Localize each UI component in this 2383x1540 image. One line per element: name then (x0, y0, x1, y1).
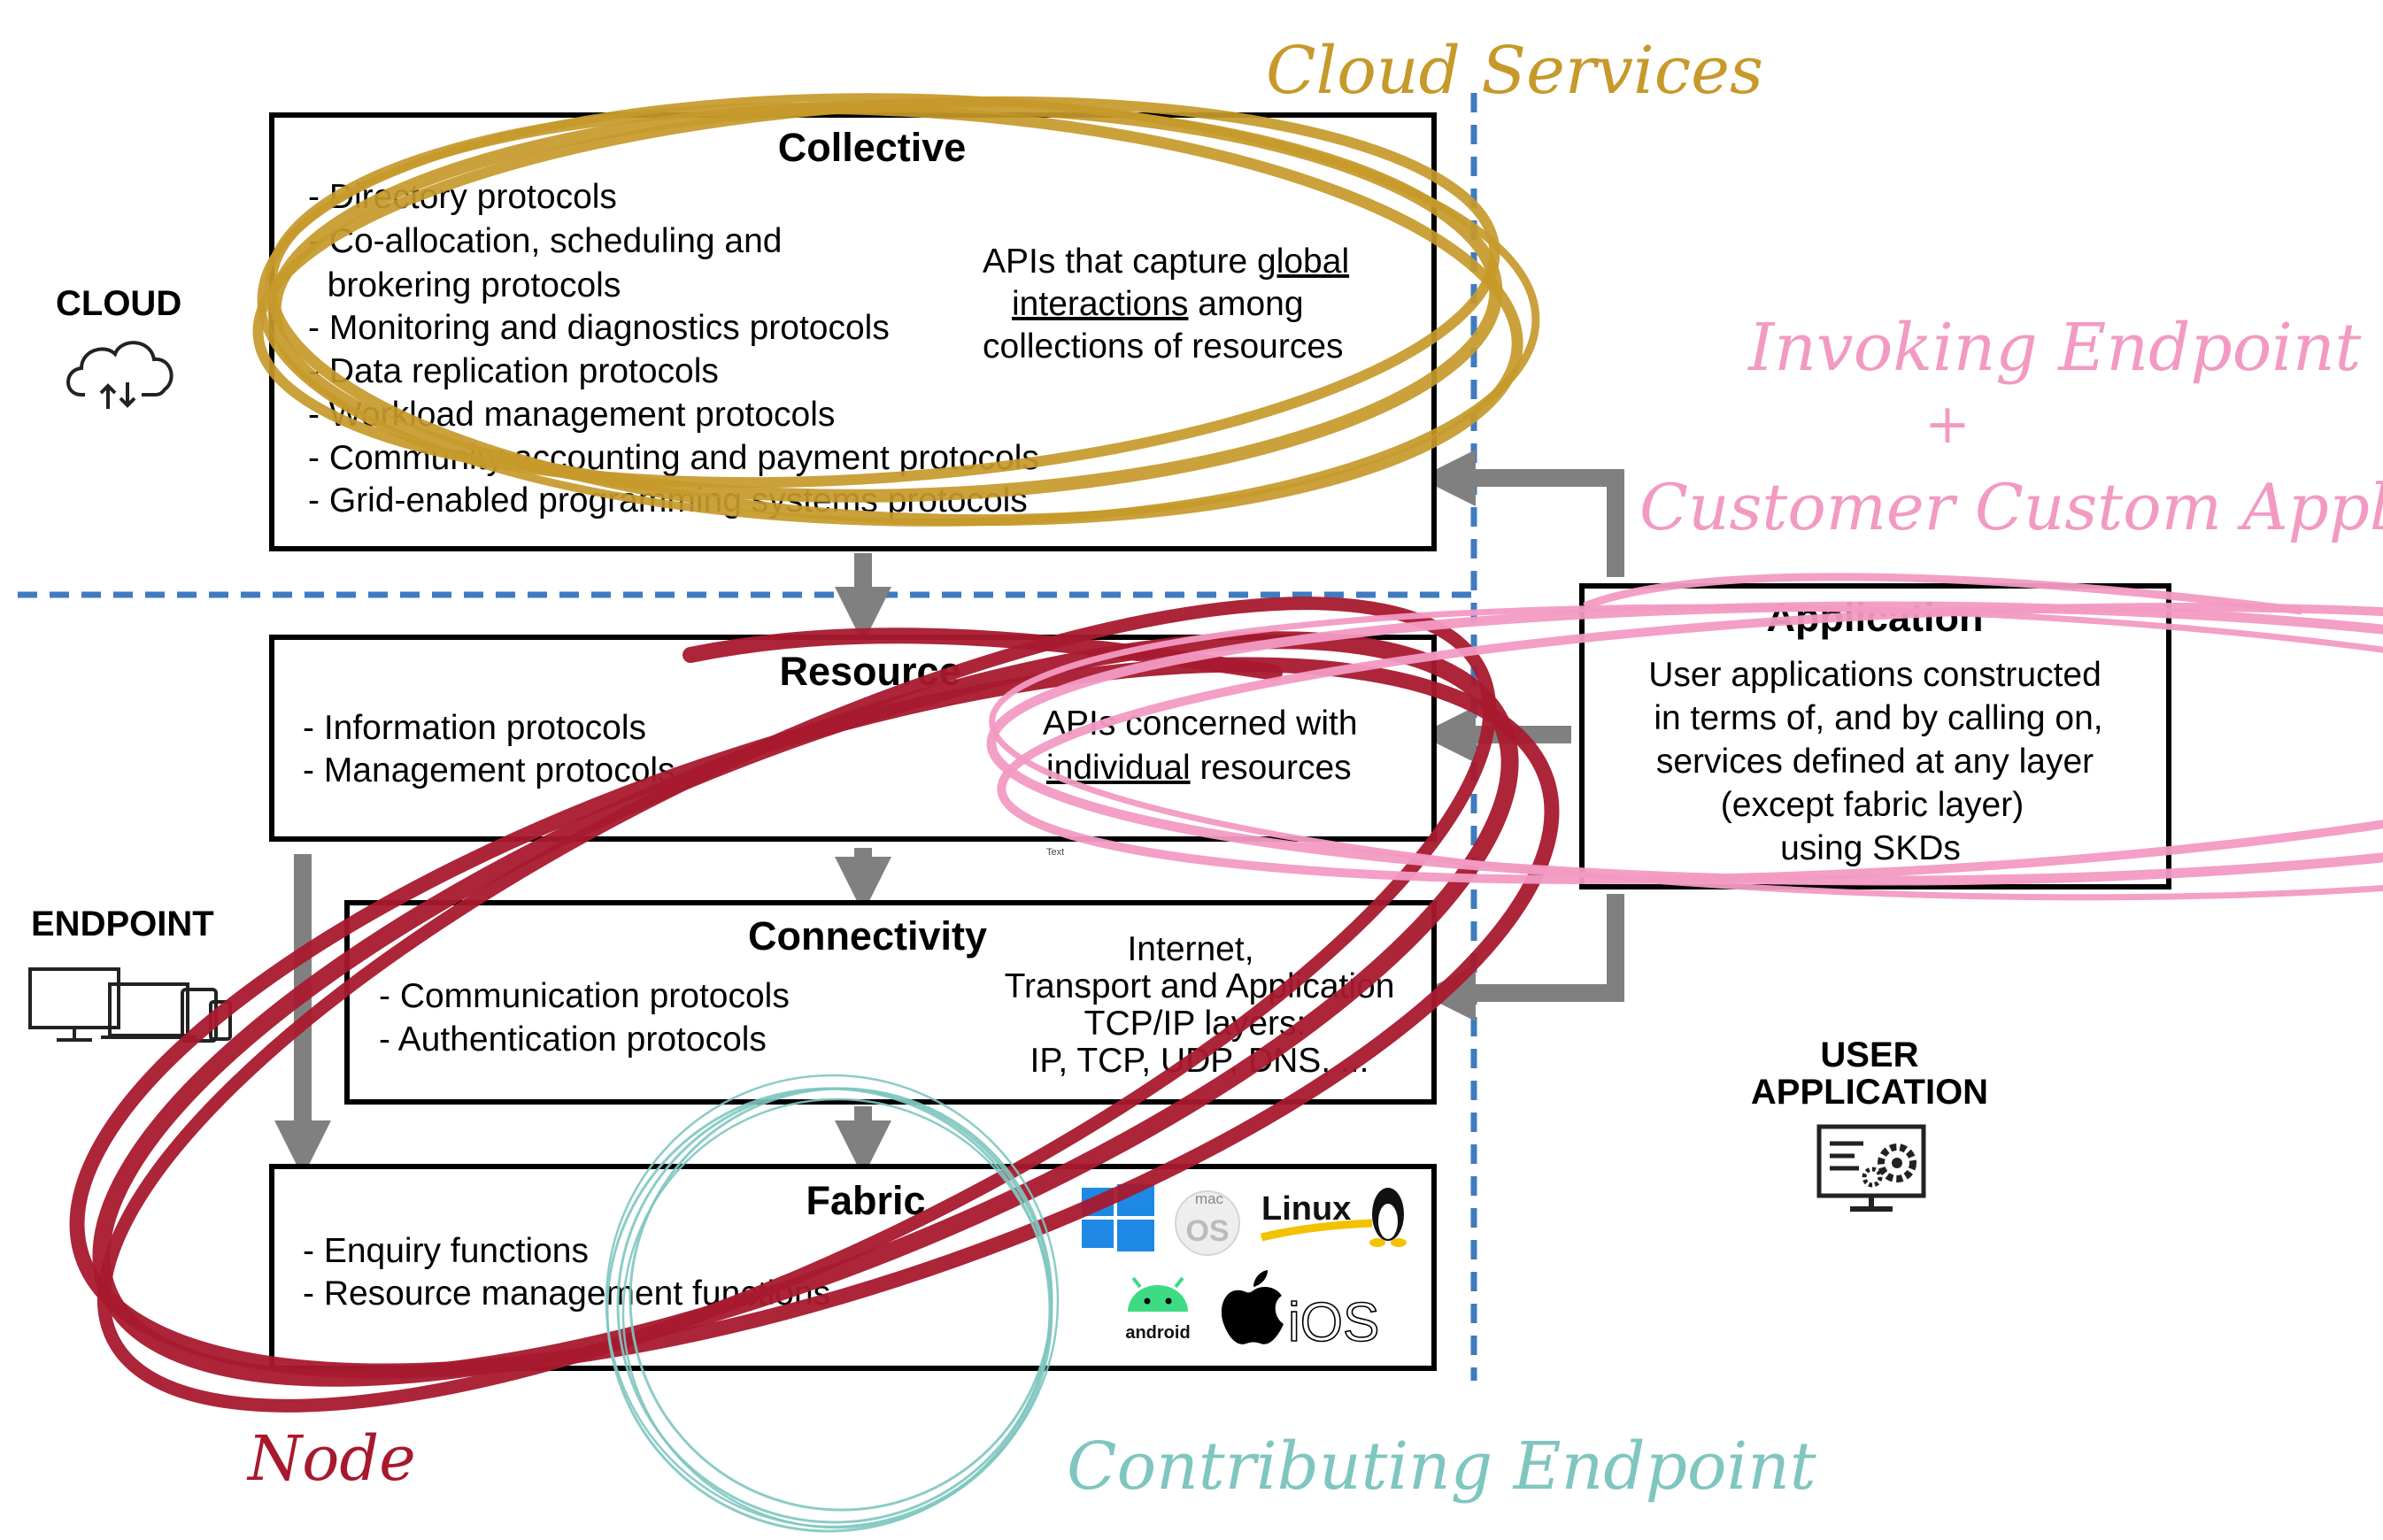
zone-label-user-application: USER (1820, 1036, 1918, 1074)
invoking-endpoint-highlight (986, 573, 2383, 901)
collective-item: - Data replication protocols (308, 352, 719, 390)
connectivity-item: - Communication protocols (379, 977, 790, 1015)
connectivity-title: Connectivity (748, 913, 987, 959)
application-description: (except fabric layer) (1721, 786, 2024, 824)
fabric-layer: Fabric - Enquiry functions - Resource ma… (269, 1164, 1437, 1371)
annotation-invoking-endpoint: Invoking Endpoint (1747, 310, 2362, 386)
connectivity-description: Internet, (1127, 930, 1253, 968)
connectivity-item: - Authentication protocols (379, 1020, 767, 1059)
svg-text:iOS: iOS (1288, 1292, 1379, 1353)
application-description: in terms of, and by calling on, (1654, 699, 2102, 737)
tiny-text-label: Text (1046, 847, 1064, 858)
svg-text:mac: mac (1195, 1190, 1224, 1207)
android-icon: android (1125, 1276, 1191, 1343)
cloud-sync-icon (66, 341, 174, 409)
collective-item: brokering protocols (308, 266, 621, 304)
collective-description: collections of resources (983, 327, 1344, 366)
monitor-gear-icon (1816, 1124, 1926, 1212)
application-description: services defined at any layer (1656, 743, 2094, 781)
svg-text:OS: OS (1185, 1214, 1229, 1248)
annotation-contributing-endpoint: Contributing Endpoint (1067, 1428, 1816, 1505)
macos-icon: mac OS (1175, 1190, 1240, 1256)
linux-tux-icon: Linux (1260, 1188, 1407, 1247)
node-highlight (69, 597, 1560, 1413)
resource-item: - Information protocols (303, 709, 646, 747)
collective-item: - Monitoring and diagnostics protocols (308, 309, 890, 347)
application-layer: Application User applications constructe… (1579, 583, 2171, 889)
apple-icon: iOS (1221, 1270, 1380, 1354)
collective-item: - Co-allocation, scheduling and (308, 222, 783, 260)
annotation-cloud-services: Cloud Services (1266, 33, 1763, 109)
application-description: User applications constructed (1648, 656, 2102, 694)
fabric-item: - Enquiry functions (303, 1232, 589, 1270)
zone-label-endpoint: ENDPOINT (31, 905, 214, 943)
fabric-title: Fabric (806, 1178, 925, 1223)
cloud-services-highlight (252, 93, 1540, 527)
annotation-customer-custom-application: Customer Custom Application (1639, 470, 2383, 544)
resource-description: individual resources (1046, 749, 1352, 787)
collective-description: interactions among (1012, 285, 1304, 323)
application-box (1579, 583, 2171, 889)
application-description: using SKDs (1780, 829, 1961, 867)
collective-title: Collective (778, 125, 967, 170)
svg-text:android: android (1125, 1323, 1190, 1343)
collective-description: APIs that capture global (983, 243, 1349, 281)
annotation-node: Node (246, 1422, 416, 1495)
svg-text:Linux: Linux (1261, 1190, 1351, 1228)
zone-label-cloud: CLOUD (56, 284, 181, 323)
contributing-endpoint-highlight (605, 1074, 1060, 1533)
annotation-plus: + (1924, 391, 1970, 456)
zone-label-user-application: APPLICATION (1751, 1073, 1988, 1112)
resource-item: - Management protocols (303, 751, 675, 789)
connectivity-description: TCP/IP layers: (1084, 1005, 1307, 1043)
